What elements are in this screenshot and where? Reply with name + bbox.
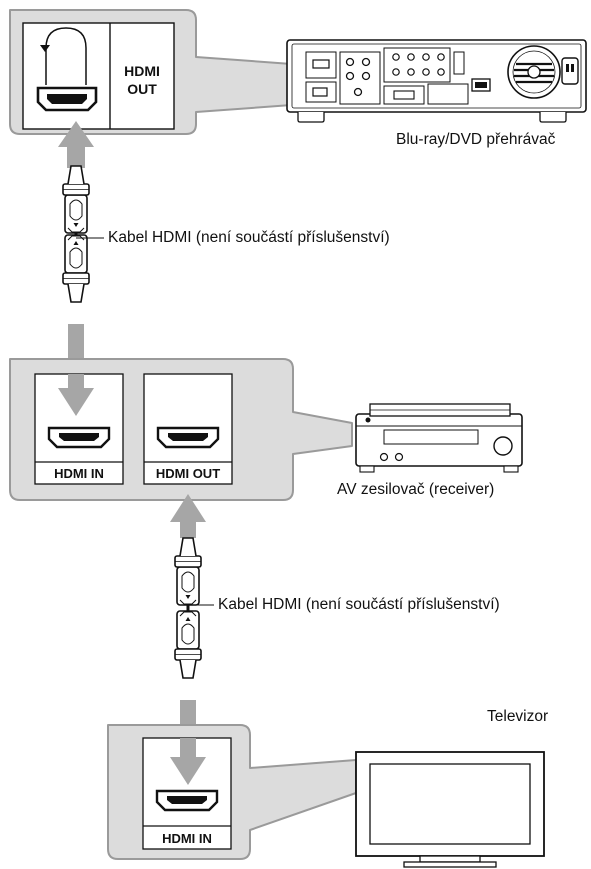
av-receiver-illustration [355,403,523,473]
television-illustration [355,751,545,868]
receiver-hdmi-in-label: HDMI IN [54,466,104,481]
player-port-panel [22,22,175,130]
receiver-hdmi-out-socket-icon [156,426,220,449]
hdmi-cable-2 [170,494,214,762]
cable-2-label: Kabel HDMI (není součástí příslušenství) [218,596,500,613]
tv-hdmi-in-socket-icon [155,789,219,812]
receiver-label: AV zesilovač (receiver) [337,481,495,498]
up-arrow-icon [170,494,206,522]
player-hdmi-out-socket-icon [36,85,98,115]
cable-1-label: Kabel HDMI (není součástí příslušenství) [108,229,390,246]
tv-hdmi-in-label: HDMI IN [162,831,212,846]
receiver-hdmi-out-label: HDMI OUT [156,466,220,481]
bluray-player-illustration [286,39,587,123]
tv-label: Televizor [487,708,549,725]
receiver-port-callout: HDMI IN HDMI OUT [9,358,353,501]
player-port-label-line1: HDMI [124,63,160,79]
player-label: Blu-ray/DVD přehrávač [396,131,556,148]
triangle-marker-icon [40,45,50,52]
player-port-callout: HDMI OUT [9,9,471,135]
up-arrow-icon [58,121,94,147]
receiver-hdmi-in-socket-icon [47,426,111,449]
player-port-label-line2: OUT [127,81,157,97]
down-arrow-icon [170,757,206,785]
tv-port-callout: HDMI IN [107,724,357,860]
